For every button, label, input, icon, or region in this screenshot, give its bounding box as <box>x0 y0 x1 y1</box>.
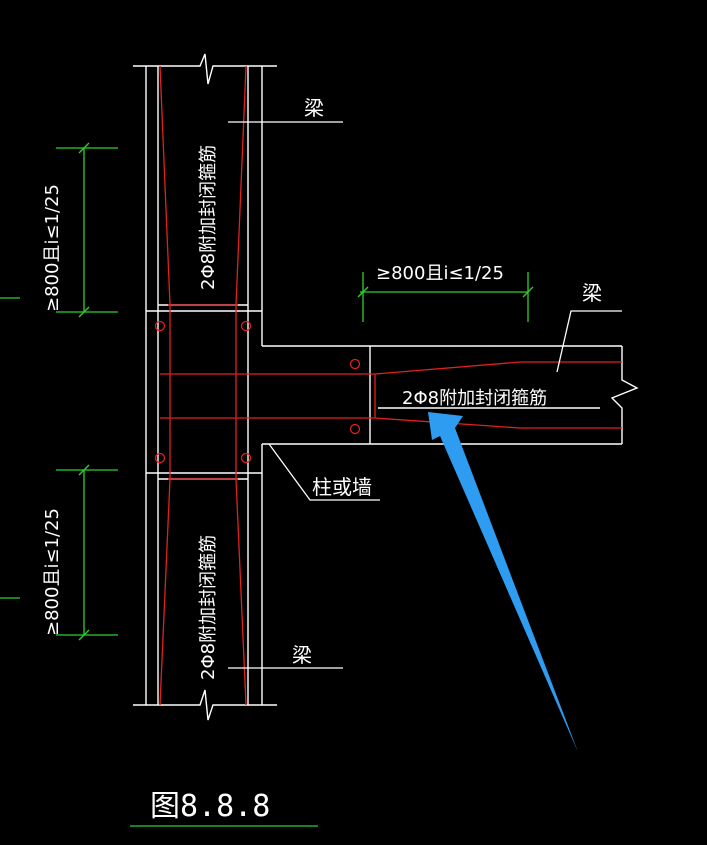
figure-title: 图8.8.8 <box>150 789 270 824</box>
rebar-dot <box>240 320 252 332</box>
rebar-group <box>154 65 622 706</box>
beam-right-leader <box>556 310 622 373</box>
dimension-group <box>0 142 534 827</box>
column-or-wall-label: 柱或墙 <box>312 475 372 499</box>
column-leader <box>268 443 380 501</box>
beam-label-right: 梁 <box>582 281 602 305</box>
stirrup-label-vertical-top: 2Φ8附加封闭箍筋 <box>198 145 219 290</box>
rebar-vertical-top-left <box>159 65 171 306</box>
rebar-dot <box>154 452 166 464</box>
right-break-line <box>610 346 639 444</box>
rebar-dot <box>349 423 361 435</box>
top-break-line <box>133 53 277 85</box>
beam-label-bottom: 梁 <box>292 643 312 667</box>
rebar-dot <box>349 358 361 370</box>
stirrup-label-vertical-bottom: 2Φ8附加封闭箍筋 <box>198 535 219 680</box>
dimension-label-left-bottom: ≥800且i≤1/25 <box>42 508 63 636</box>
beam-label-top: 梁 <box>304 96 324 120</box>
rebar-dot <box>240 452 252 464</box>
rebar-horizontal-top <box>160 361 622 375</box>
rebar-dot <box>154 320 166 332</box>
rebar-vertical-bottom-left <box>159 478 171 706</box>
dimension-label-left-top: ≥800且i≤1/25 <box>42 184 63 312</box>
horizontal-beam-outline <box>262 345 639 445</box>
dimension-label-top-right: ≥800且i≤1/25 <box>376 263 504 284</box>
stirrup-label-horizontal: 2Φ8附加封闭箍筋 <box>402 388 547 409</box>
bottom-break-line <box>133 689 277 721</box>
rebar-vertical-top-right <box>235 65 247 306</box>
leader-group <box>228 121 622 669</box>
rebar-vertical-bottom-right <box>235 478 247 706</box>
